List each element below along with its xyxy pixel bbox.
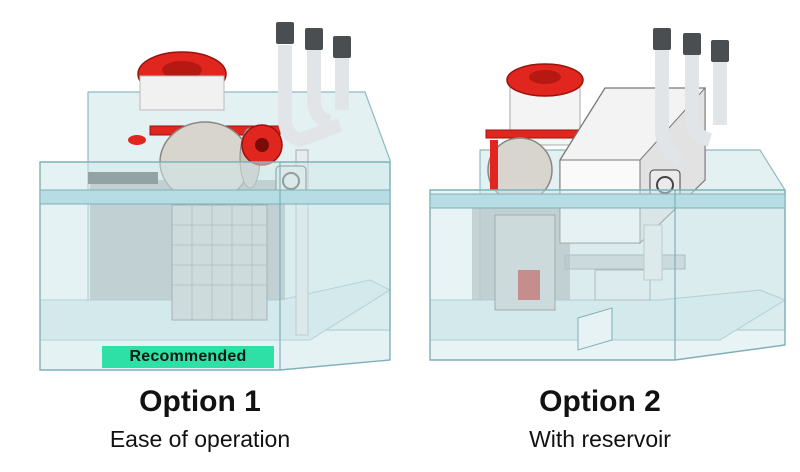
option-2-title: Option 2 (539, 385, 661, 418)
option-2-subtitle: With reservoir (529, 426, 671, 452)
pipe-manifold-1 (655, 50, 684, 167)
pipe-manifold-1 (278, 45, 343, 148)
baffle-panel (577, 307, 613, 351)
option-1-subtitle: Ease of operation (109, 426, 291, 452)
glass-brace (429, 193, 786, 209)
red-side-wheel (490, 140, 498, 190)
option-1-panel[interactable]: Recommended Option 1 Ease of operation (0, 0, 400, 472)
tank-front-glass (39, 161, 391, 371)
glass-brace (39, 189, 391, 205)
pipe-valves (653, 28, 729, 62)
option-1-illustration (39, 22, 392, 371)
tank-front-glass (429, 189, 786, 361)
upper-tank (139, 75, 225, 111)
red-side-wheel-hub (255, 138, 269, 152)
option-2-panel[interactable]: Option 2 With reservoir (400, 0, 800, 472)
pipe-valves (276, 22, 351, 58)
red-lid-center (529, 70, 561, 84)
pipe-manifold-2 (307, 45, 333, 129)
recommended-badge: Recommended (102, 346, 274, 368)
pipe-manifold-2 (685, 55, 713, 147)
red-lid-center (162, 61, 202, 79)
option-2-illustration (429, 28, 787, 361)
option-1-title: Option 1 (139, 385, 261, 418)
red-cap (128, 135, 146, 145)
